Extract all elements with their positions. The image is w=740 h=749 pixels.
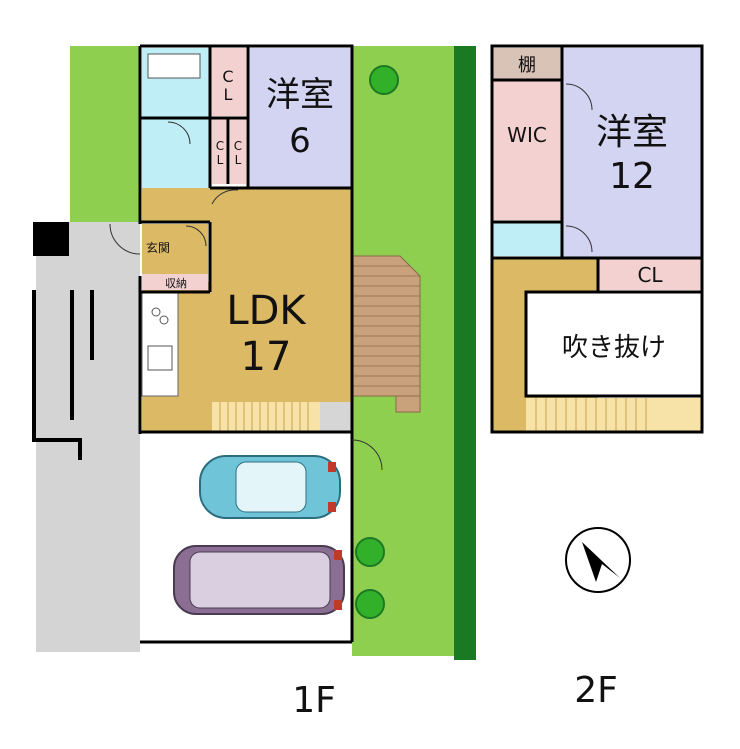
- hedge-strip: [454, 46, 476, 660]
- western-room-6: [248, 48, 352, 188]
- wic-label: WIC: [507, 123, 547, 147]
- paved-approach: [36, 222, 140, 652]
- western-room-12: [562, 48, 702, 258]
- lawn-left: [70, 46, 140, 224]
- ldk-name: LDK: [226, 288, 307, 334]
- entrance: [142, 224, 208, 276]
- floor-1-label: 1F: [292, 680, 336, 721]
- wic-2f: [492, 80, 562, 220]
- closet-cl-1f-c: [230, 118, 246, 184]
- western-room-12-size: 12: [609, 156, 655, 197]
- tree: [355, 589, 385, 619]
- stairs-1f: [212, 402, 320, 432]
- stairs-2f: [526, 398, 702, 432]
- car-blue: [199, 455, 341, 519]
- toilet-2f: [492, 222, 562, 256]
- shelf-2f: [492, 48, 562, 80]
- closet-cl-1f: [210, 48, 246, 116]
- storage-label: 収納: [165, 277, 187, 290]
- void-label: 吹き抜け: [562, 333, 666, 363]
- closet-cl-1f-c: C: [222, 67, 233, 86]
- tree: [355, 537, 385, 567]
- closet2b-l: L: [235, 153, 242, 167]
- shelf-label: 棚: [518, 55, 536, 76]
- closet2a-c: C: [216, 139, 224, 153]
- storage: [142, 274, 208, 290]
- closet-2f-label: CL: [637, 263, 663, 287]
- entrance-label: 玄関: [146, 240, 170, 255]
- tree: [369, 65, 399, 95]
- ldk-size: 17: [241, 334, 292, 380]
- closet-cl-1f-l: L: [224, 85, 233, 104]
- car-purple: [173, 545, 345, 615]
- western-room-12-name: 洋室: [596, 112, 668, 153]
- north-arrow-icon: [565, 527, 631, 593]
- closet-cl-2f: [598, 258, 702, 290]
- closet-cl-1f-b: [212, 118, 228, 184]
- western-room-6-name: 洋室: [266, 75, 334, 115]
- kitchen-counter: [141, 291, 179, 397]
- floor-2-plan: 棚 WIC 洋室 12 CL 吹き抜け 2F: [490, 44, 704, 711]
- void-2f: [526, 292, 702, 396]
- closet2a-l: L: [217, 153, 224, 167]
- floor-1-plan: 洋室 6 C L C L C L LDK 17 玄関 収納 1F: [32, 44, 476, 721]
- gate-post: [33, 222, 69, 256]
- closet2b-c: C: [234, 139, 242, 153]
- floor-2-label: 2F: [574, 670, 618, 711]
- western-room-6-size: 6: [289, 121, 311, 161]
